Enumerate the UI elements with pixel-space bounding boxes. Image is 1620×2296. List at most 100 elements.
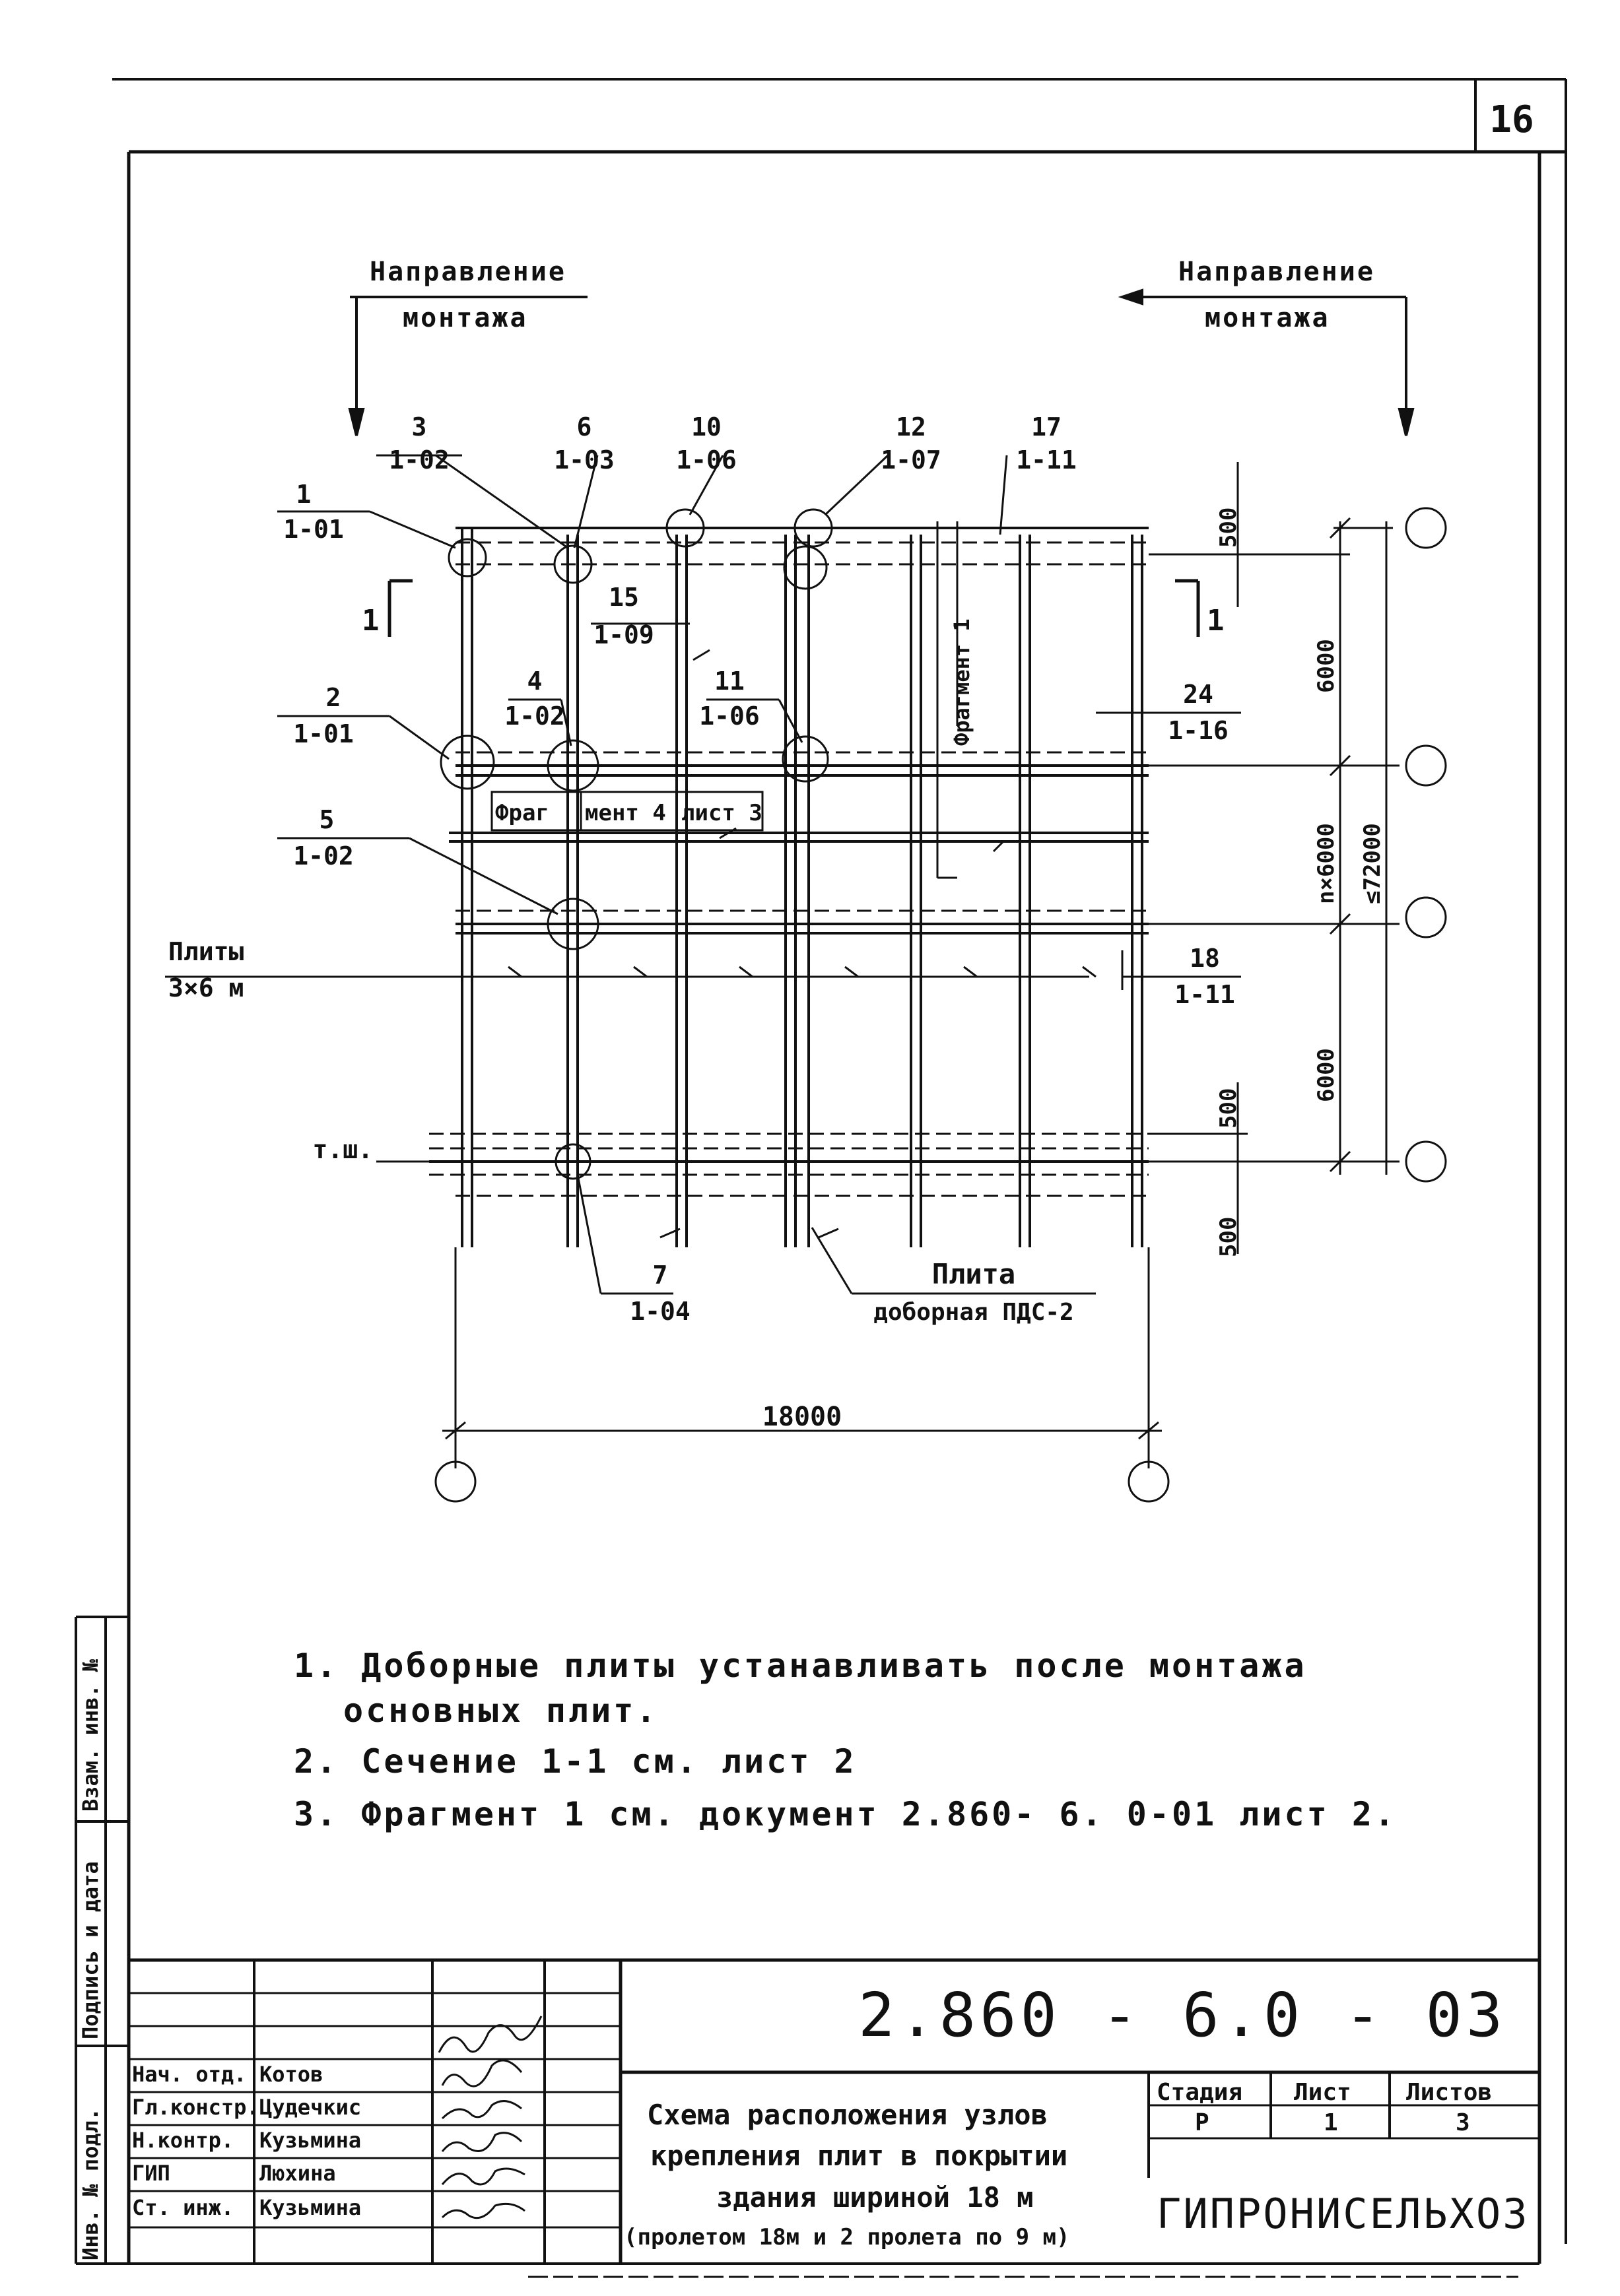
callout-11-bottom: 1-06 (699, 702, 760, 731)
strip-inv-podl: Инв. № подл. (78, 2108, 103, 2260)
callout-10-top: 10 (691, 412, 722, 442)
leader-lines (165, 454, 1241, 1295)
callout-18-top: 18 (1190, 944, 1220, 973)
section-marks (388, 579, 1200, 637)
note-2: 2. Сечение 1-1 см. лист 2 (294, 1742, 857, 1781)
beam-lines (429, 527, 1149, 1197)
strip-vzam-inv: Взам. инв. № (78, 1658, 103, 1812)
right-dimensions (1149, 462, 1447, 1254)
callout-2-bottom: 1-01 (293, 719, 354, 748)
section-mark-left: 1 (362, 604, 380, 638)
dim-total: ≤72000 (1359, 823, 1386, 904)
callout-6-top: 6 (577, 412, 592, 442)
role-2: Гл.констр. (132, 2095, 259, 2120)
sheets-header: Листов (1406, 2079, 1493, 2106)
plates-label-line2: 3×6 м (168, 973, 244, 1002)
fragment-1-outline (936, 521, 959, 879)
note-1: 1. Доборные плиты устанавливать после мо… (294, 1647, 1307, 1685)
document-number: 2.860 - 6.0 - 03 (858, 1980, 1507, 2050)
plate-marks (508, 649, 1097, 1239)
callout-1-top: 1 (296, 480, 312, 509)
name-3: Кузьмина (259, 2128, 362, 2153)
note-1-continued: основных плит. (343, 1691, 659, 1730)
direction-left-line2: монтажа (403, 303, 528, 333)
name-5: Кузьмина (259, 2195, 362, 2220)
callout-7-bottom: 1-04 (630, 1297, 691, 1326)
plates-label-line1: Плиты (168, 937, 244, 966)
sheets-value: 3 (1456, 2109, 1470, 2136)
name-1: Котов (259, 2062, 323, 2087)
role-3: Н.контр. (132, 2128, 234, 2153)
name-4: Люхина (259, 2161, 336, 2186)
fragment-4-box (490, 791, 764, 832)
callout-7-top: 7 (653, 1261, 668, 1290)
callout-15-bottom: 1-09 (593, 620, 654, 649)
title-block-grid (129, 1958, 1539, 2264)
name-2: Цудечкис (259, 2095, 362, 2120)
extra-plate-line2: доборная ПДС-2 (873, 1299, 1073, 1326)
fragment-4-part1: Фраг (495, 800, 549, 826)
callout-15-top: 15 (609, 583, 639, 612)
callout-5-bottom: 1-02 (293, 841, 354, 870)
callout-1-bottom: 1-01 (283, 515, 344, 544)
section-mark-right: 1 (1207, 604, 1225, 638)
ts-label: т.ш. (312, 1135, 373, 1164)
title-line-1: Схема расположения узлов (647, 2099, 1048, 2131)
direction-right-line1: Направление (1178, 257, 1375, 287)
width-dimension (434, 1247, 1170, 1503)
callout-3-top: 3 (412, 412, 427, 442)
callout-18-bottom: 1-11 (1174, 980, 1235, 1009)
fragment-4-part2: мент 4 (585, 800, 666, 826)
plan-drawing: Фрагмент 1 Фраг мент 4 лист 3 (165, 257, 1447, 1503)
montage-direction-arrows (348, 288, 1415, 436)
callout-24-top: 24 (1183, 680, 1213, 709)
direction-right-line2: монтажа (1205, 303, 1330, 333)
sheet-frame (112, 78, 1567, 2278)
callout-6-bottom: 1-03 (554, 445, 615, 475)
signatures (438, 2016, 543, 2219)
callout-24-bottom: 1-16 (1168, 716, 1229, 745)
stage-value: Р (1195, 2109, 1209, 2136)
title-line-4: (пролетом 18м и 2 пролета по 9 м) (624, 2224, 1070, 2250)
callout-3-bottom: 1-02 (389, 445, 450, 475)
left-strip (75, 1616, 129, 2265)
callout-5-top: 5 (320, 805, 335, 834)
fragment-1-label: Фрагмент 1 (949, 618, 974, 746)
node-circles (440, 508, 833, 1180)
page-number: 16 (1489, 98, 1534, 141)
strip-signature-date: Подпись и дата (78, 1861, 103, 2039)
note-3: 3. Фрагмент 1 см. документ 2.860- 6. 0-0… (294, 1795, 1398, 1833)
callout-labels: 3 1-02 6 1-03 10 1-06 12 1-07 17 1-11 1 … (283, 412, 1235, 1326)
direction-left-line1: Направление (370, 257, 566, 287)
dim-6000-top: 6000 (1313, 639, 1339, 693)
extra-plate-line1: Плита (932, 1258, 1015, 1290)
callout-17-bottom: 1-11 (1016, 445, 1077, 475)
dim-width: 18000 (762, 1402, 842, 1432)
dim-nx6000: n×6000 (1313, 823, 1339, 904)
dim-6000-bottom: 6000 (1313, 1048, 1339, 1102)
role-4: ГИП (132, 2161, 170, 2186)
fragment-4-part3: лист 3 (681, 800, 762, 826)
callout-11-top: 11 (714, 667, 745, 696)
callout-10-bottom: 1-06 (676, 445, 737, 475)
role-1: Нач. отд. (132, 2062, 247, 2087)
callout-12-bottom: 1-07 (881, 445, 941, 475)
truss-lines (461, 528, 1143, 1247)
dim-500-top: 500 (1215, 508, 1242, 548)
callout-4-top: 4 (527, 667, 543, 696)
dim-500-bottom: 500 (1215, 1217, 1242, 1257)
callout-12-top: 12 (896, 412, 926, 442)
callout-17-top: 17 (1031, 412, 1062, 442)
role-5: Ст. инж. (132, 2195, 234, 2220)
dim-500-mid: 500 (1215, 1088, 1242, 1129)
sheet-header: Лист (1294, 2079, 1351, 2106)
callout-2-top: 2 (326, 683, 341, 712)
title-line-3: здания шириной 18 м (716, 2181, 1034, 2214)
sheet-value: 1 (1324, 2109, 1338, 2136)
title-line-2: крепления плит в покрытии (650, 2140, 1068, 2172)
stage-header: Стадия (1157, 2079, 1243, 2106)
callout-4-bottom: 1-02 (504, 702, 565, 731)
organization: ГИПРОНИСЕЛЬХОЗ (1157, 2190, 1530, 2238)
